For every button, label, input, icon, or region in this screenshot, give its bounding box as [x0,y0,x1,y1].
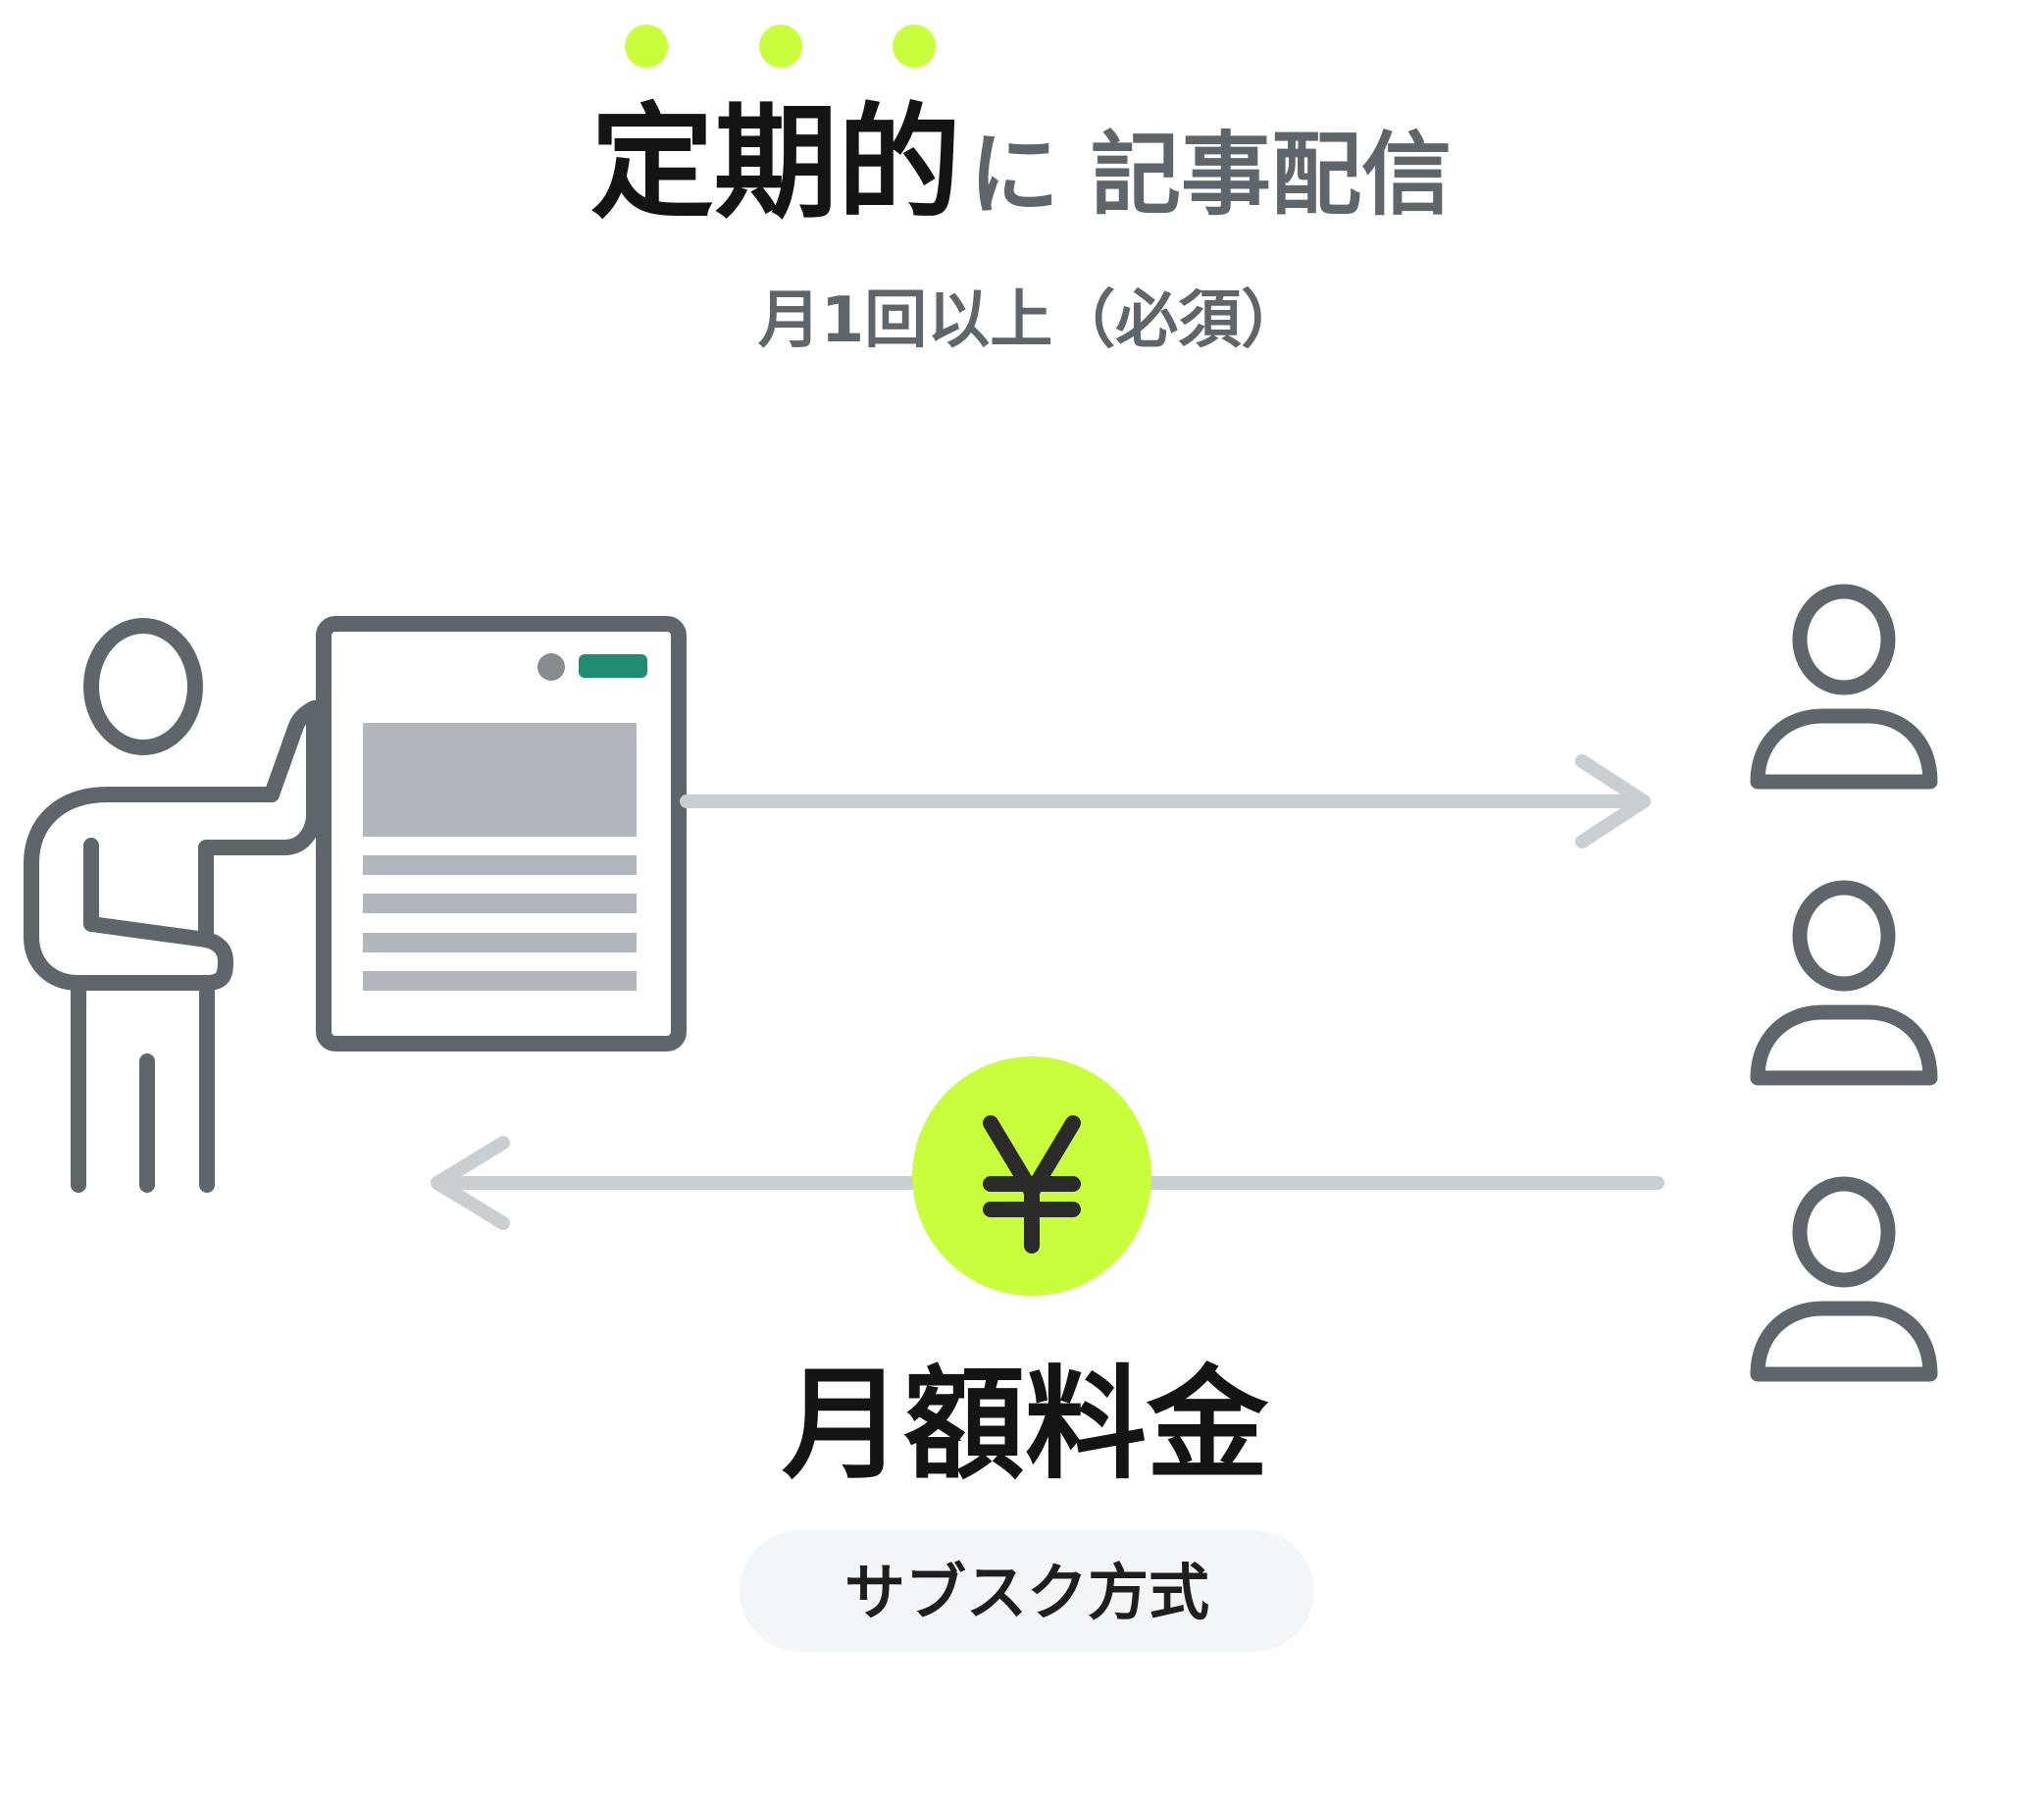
person-icon [1750,584,1938,790]
delivery-arrow-head [1575,754,1651,848]
heading-emphasis: 定期的 [590,91,961,235]
heading-note: 月1回以上（必須） [758,284,1304,357]
presenter-head [83,618,203,755]
method-pill-label: サブスク方式 [844,1557,1209,1628]
method-pill: サブスク方式 [740,1530,1314,1652]
document-badge [579,654,647,678]
presenter-arm [198,700,322,948]
article-document-icon [316,616,687,1051]
document-image [363,723,637,837]
heading: 定期的に 記事配信 [590,91,1452,235]
emphasis-dot [625,25,668,68]
document-line [363,894,637,913]
yen-sign-icon [983,1115,1081,1254]
method-pill-background [740,1530,1314,1652]
payment-arrow-head [431,1136,510,1230]
emphasis-dot [759,25,802,68]
fee-label: 月額料金 [782,1355,1269,1496]
person-icon [1750,880,1938,1086]
heading-rest: に 記事配信 [969,123,1452,228]
person-presenting-icon [24,618,322,1193]
readers [1750,584,1938,1382]
presenter-body [24,787,280,991]
document-line [363,933,637,952]
delivery-arrow [680,754,1651,848]
document-dot [537,653,565,681]
emphasis-dot [893,25,936,68]
person-icon [1750,1176,1938,1382]
yen-coin-icon [912,1056,1151,1296]
emphasis-dots [625,25,936,68]
document-line [363,855,637,875]
document-line [363,971,637,991]
